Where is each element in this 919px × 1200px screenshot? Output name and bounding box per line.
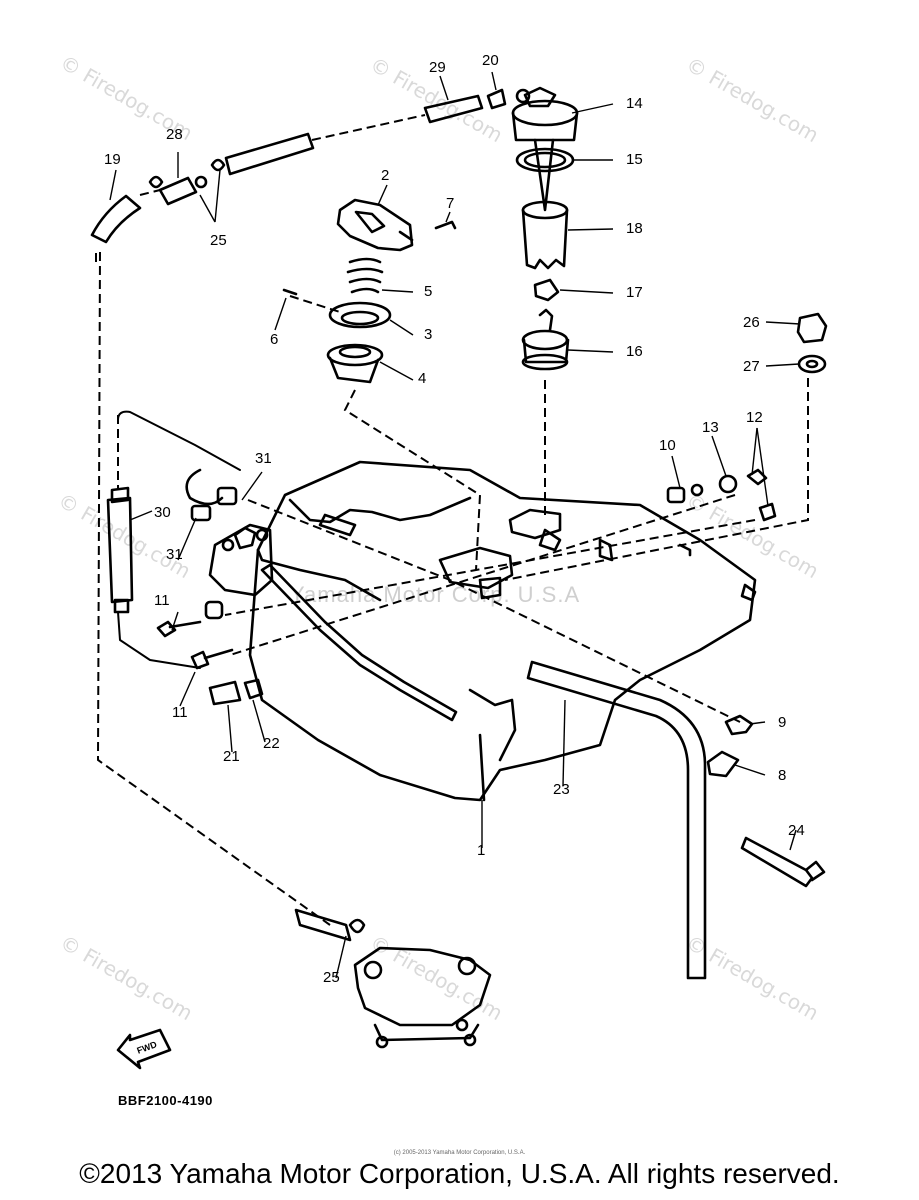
hose-fitting-28 <box>158 175 208 206</box>
callout-28: 28 <box>166 126 183 143</box>
callout-24: 24 <box>788 822 805 839</box>
callout-12: 12 <box>746 409 763 426</box>
gauge-clip <box>533 278 560 302</box>
hose-clamp-25 <box>148 158 226 189</box>
pin-7 <box>434 220 457 230</box>
hose-lower-left <box>117 611 201 669</box>
callout-30: 30 <box>154 504 171 521</box>
washer-13 <box>718 474 738 494</box>
fwd-arrow-icon <box>116 1028 172 1070</box>
gauge-seal <box>515 147 575 173</box>
pin-6 <box>282 288 298 296</box>
callout-22: 22 <box>263 735 280 752</box>
return-hose <box>117 410 241 506</box>
label-leaders <box>109 71 801 979</box>
clamp-20 <box>486 88 507 110</box>
callout-31a: 31 <box>255 450 272 467</box>
callout-19: 19 <box>104 151 121 168</box>
callout-13: 13 <box>702 419 719 436</box>
callout-29: 29 <box>429 59 446 76</box>
small-copyright: (c) 2005-2013 Yamaha Motor Corporation, … <box>393 1150 526 1156</box>
clamp-25-lower <box>348 918 366 934</box>
callout-27: 27 <box>743 358 760 375</box>
overflow-hose-23 <box>526 660 707 980</box>
vent-hose-19 <box>90 194 142 244</box>
callout-20: 20 <box>482 52 499 69</box>
callout-21: 21 <box>223 748 240 765</box>
cap-gasket <box>328 301 392 329</box>
callout-18: 18 <box>626 220 643 237</box>
callout-11a: 11 <box>154 592 170 609</box>
callout-25a: 25 <box>210 232 227 249</box>
callout-2: 2 <box>381 167 390 184</box>
grommet-8 <box>706 750 740 778</box>
callout-7: 7 <box>446 195 455 212</box>
callout-1: 1 <box>477 842 486 859</box>
fuel-tank <box>248 460 757 802</box>
callout-31b: 31 <box>166 546 183 563</box>
gauge-sleeve <box>521 200 569 270</box>
clip-12 <box>746 468 777 522</box>
callout-26: 26 <box>743 314 760 331</box>
leader-lines <box>95 114 809 926</box>
footer-copyright: ©2013 Yamaha Motor Corporation, U.S.A. A… <box>79 1158 840 1189</box>
cap-nut-26 <box>796 312 828 344</box>
cap-spring <box>346 257 384 294</box>
callout-8: 8 <box>778 767 787 784</box>
diagram-code: BBF2100-4190 <box>118 1093 213 1108</box>
fuel-gauge <box>511 86 579 212</box>
callout-16: 16 <box>626 343 643 360</box>
callout-6: 6 <box>270 331 279 348</box>
bracket-21 <box>208 680 242 706</box>
fuel-petcock <box>208 523 274 597</box>
vent-hose-main <box>224 132 315 176</box>
callout-5: 5 <box>424 283 433 300</box>
filler-neck <box>326 343 384 384</box>
fuel-pump <box>353 946 492 1049</box>
callout-14: 14 <box>626 95 643 112</box>
callout-3: 3 <box>424 326 433 343</box>
callout-15: 15 <box>626 151 643 168</box>
callout-10: 10 <box>659 437 676 454</box>
washer-31 <box>190 486 238 522</box>
bolt-11a <box>156 620 202 638</box>
callout-25b: 25 <box>323 969 340 986</box>
filler-cap <box>336 198 414 252</box>
gauge-grommet <box>521 308 570 371</box>
callout-9: 9 <box>778 714 787 731</box>
fwd-label: FWD <box>135 1039 158 1056</box>
washer-27 <box>797 354 827 374</box>
grommet-left <box>204 600 224 620</box>
bolt-11b <box>190 648 234 670</box>
callout-17: 17 <box>626 284 643 301</box>
clip-22 <box>243 678 264 700</box>
band-24 <box>740 836 826 888</box>
callout-11b: 11 <box>172 704 188 721</box>
callout-23: 23 <box>553 781 570 798</box>
clamp-9 <box>724 714 754 736</box>
callout-4: 4 <box>418 370 427 387</box>
fuel-hose-lower <box>294 908 352 942</box>
hose-29 <box>423 94 484 124</box>
nut-10 <box>666 483 704 504</box>
fuel-filter-30 <box>106 486 134 614</box>
